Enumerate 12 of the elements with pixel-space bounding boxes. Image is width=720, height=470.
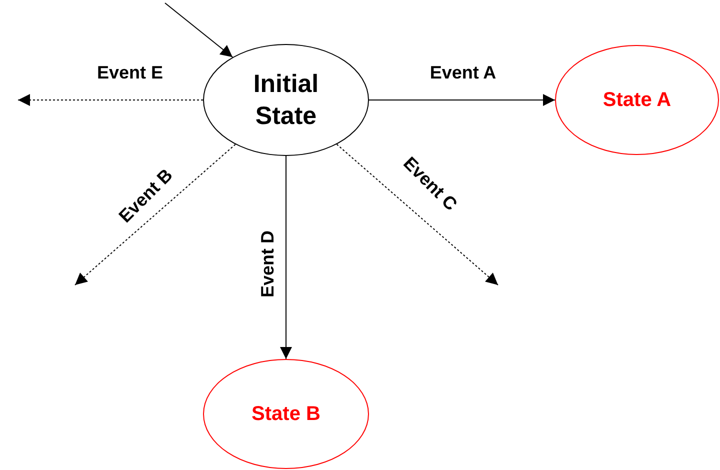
arrow bbox=[280, 156, 292, 360]
arrow bbox=[368, 94, 556, 106]
arrow bbox=[336, 144, 498, 286]
arrow bbox=[164, 2, 234, 58]
state-name: State B bbox=[252, 402, 320, 427]
arrow bbox=[74, 144, 236, 286]
edge-label: Event E bbox=[96, 62, 164, 84]
state-name: Initial State bbox=[252, 69, 320, 132]
edge-label: Event D bbox=[256, 230, 278, 298]
edge-label: Event A bbox=[430, 62, 496, 84]
arrow bbox=[18, 94, 204, 106]
state-name: State A bbox=[602, 88, 672, 113]
